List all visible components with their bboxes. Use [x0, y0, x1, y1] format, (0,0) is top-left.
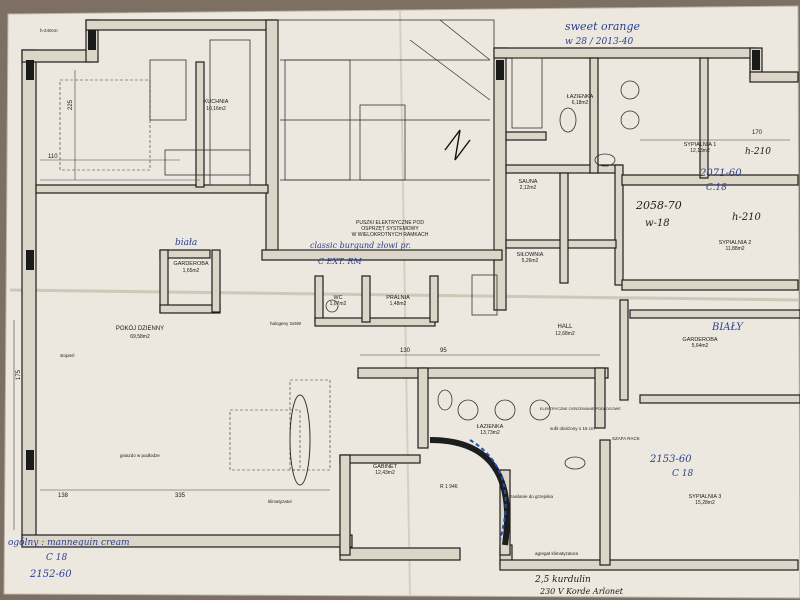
room-sypialnia-1: SYPIALNIA 1: [684, 142, 717, 148]
room-sypialnia-3-area: 15,28m2: [695, 500, 715, 506]
dim-240: h-240cm: [40, 28, 58, 33]
note-puszki-3: W WIELOKROTNYCH RAMKACH: [352, 232, 429, 238]
note-radius: R 1 946: [440, 484, 458, 490]
hand-kurdel: 2,5 kurdulin: [534, 575, 591, 585]
hand-h210-b: h-210: [732, 212, 762, 223]
note-puszki: PUSZKI ELEKTRYCZNE POD: [356, 220, 424, 226]
dim-225: 225: [68, 99, 74, 110]
hand-w-code: w 28 / 2013-40: [565, 37, 633, 47]
hand-classic: classic burgund złowi pr.: [310, 241, 411, 250]
kitchen-counter: [149, 39, 251, 186]
hand-2153: 2153-60: [649, 454, 692, 465]
dim-175: 175: [16, 369, 22, 380]
note-sufit: sufit obniżony o 15 cm: [550, 426, 595, 431]
dim-335: 335: [175, 493, 186, 499]
room-sauna: SAUNA: [519, 179, 538, 185]
hand-h210: h-210: [745, 147, 771, 157]
hand-sweet-orange: sweet orange: [565, 20, 641, 33]
ceiling-outline: [59, 79, 151, 171]
hand-c18-c: C 18: [46, 553, 67, 563]
note-agregat: agregat klimatyzatora: [535, 551, 579, 556]
room-lazienka-2-area: 13,73m2: [480, 430, 500, 436]
room-lazienka-2: ŁAZIENKA: [477, 424, 504, 430]
dim-130: 130: [400, 348, 411, 354]
curved-wall: [429, 437, 511, 546]
note-stopien: stopień: [60, 353, 75, 358]
note-gniazdo: gniazdo w podłodze: [120, 453, 160, 458]
room-gabinet-area: 12,43m2: [375, 470, 395, 476]
room-kuchnia-area: 10,16m2: [206, 106, 226, 112]
note-halogeny: halogeny 2x5W: [270, 321, 302, 326]
hand-2071: 2071-60: [699, 168, 742, 179]
hand-biala: biała: [175, 238, 197, 248]
windows: [26, 30, 760, 470]
room-sypialnia-3: SYPIALNIA 3: [689, 494, 722, 500]
room-sauna-area: 2,12m2: [520, 185, 537, 191]
room-sypialnia-2: SYPIALNIA 2: [719, 240, 752, 246]
room-hall: HALL: [557, 324, 573, 330]
bathroom-fixtures: [325, 57, 640, 470]
staircase: [277, 19, 495, 251]
room-wc-area: 1,67m2: [330, 301, 347, 307]
room-garderoba-2: GARDEROBA: [682, 337, 717, 343]
ceiling-outline: [229, 409, 301, 471]
dim-170: 170: [752, 130, 763, 136]
hand-2058: 2058-70: [635, 199, 682, 212]
room-kuchnia: KUCHNIA: [204, 99, 229, 105]
room-pralnia: PRALNIA: [386, 295, 410, 301]
hand-w18: w-18: [645, 218, 670, 229]
room-pokoj-dzienny: POKÓJ DZIENNY: [116, 325, 164, 332]
curved-glass: [469, 439, 507, 541]
pen-scribble: [444, 129, 471, 161]
paper-fold: [399, 9, 411, 597]
dim-95: 95: [440, 348, 447, 354]
room-labels: KUCHNIA 10,16m2 GARDEROBA 1,65m2 POKÓJ D…: [116, 94, 752, 506]
room-wc: WC: [333, 295, 342, 301]
note-zasilanie: zasilanie do grzejnika: [510, 494, 554, 499]
inner-walls: [35, 57, 800, 566]
dim-110: 110: [48, 154, 58, 160]
room-gabinet: GABINET: [373, 464, 398, 470]
dimension-lines: [13, 70, 790, 530]
hand-2152: 2152-60: [29, 569, 72, 580]
handwritten-annotations: sweet orange w 28 / 2013-40 2071-60 C.18…: [8, 20, 771, 596]
note-klimatyzator: klimatyzator: [268, 499, 293, 504]
room-sypialnia-2-area: 11,88m2: [725, 246, 744, 252]
room-hall-area: 12,68m2: [555, 331, 575, 337]
hand-kurdel-2: 230 V Korde Arlonet: [539, 587, 624, 596]
room-silownia-area: 5,26m2: [522, 258, 539, 264]
hand-c-ext: C EXT. RM: [318, 257, 362, 266]
outer-walls: [21, 19, 799, 571]
room-sypialnia-1-area: 12,13m2: [690, 148, 710, 154]
note-elektr: ELEKTRYCZNE OGRZEWANIE PODŁOGOWE: [540, 407, 621, 411]
room-silownia: SIŁOWNIA: [517, 252, 544, 258]
room-garderoba-2-area: 5,64m2: [692, 343, 709, 349]
room-pralnia-area: 1,48m2: [390, 301, 407, 307]
dim-138: 138: [58, 493, 69, 499]
note-szafa: SZAFA RACK: [612, 436, 640, 441]
printed-notes: PUSZKI ELEKTRYCZNE POD OSPRZĘT SYSTEMOWY…: [16, 28, 763, 556]
room-lazienka-1: ŁAZIENKA: [567, 94, 594, 100]
hand-bialy: BIAŁY: [711, 322, 744, 333]
ceiling-outline: [289, 379, 331, 471]
hand-c18-b: C 18: [672, 469, 693, 479]
hand-c18-a: C.18: [706, 183, 727, 193]
room-garderoba-1: GARDEROBA: [173, 261, 208, 267]
room-lazienka-1-area: 6,18m2: [572, 100, 589, 106]
room-pokoj-area: 69,58m2: [130, 334, 150, 340]
hand-ogolny: ogólny : mannequin cream: [8, 537, 130, 548]
note-puszki-2: OSPRZĘT SYSTEMOWY: [361, 226, 419, 232]
room-garderoba-1-area: 1,65m2: [183, 268, 200, 274]
ceiling-ellipse: [289, 394, 311, 486]
